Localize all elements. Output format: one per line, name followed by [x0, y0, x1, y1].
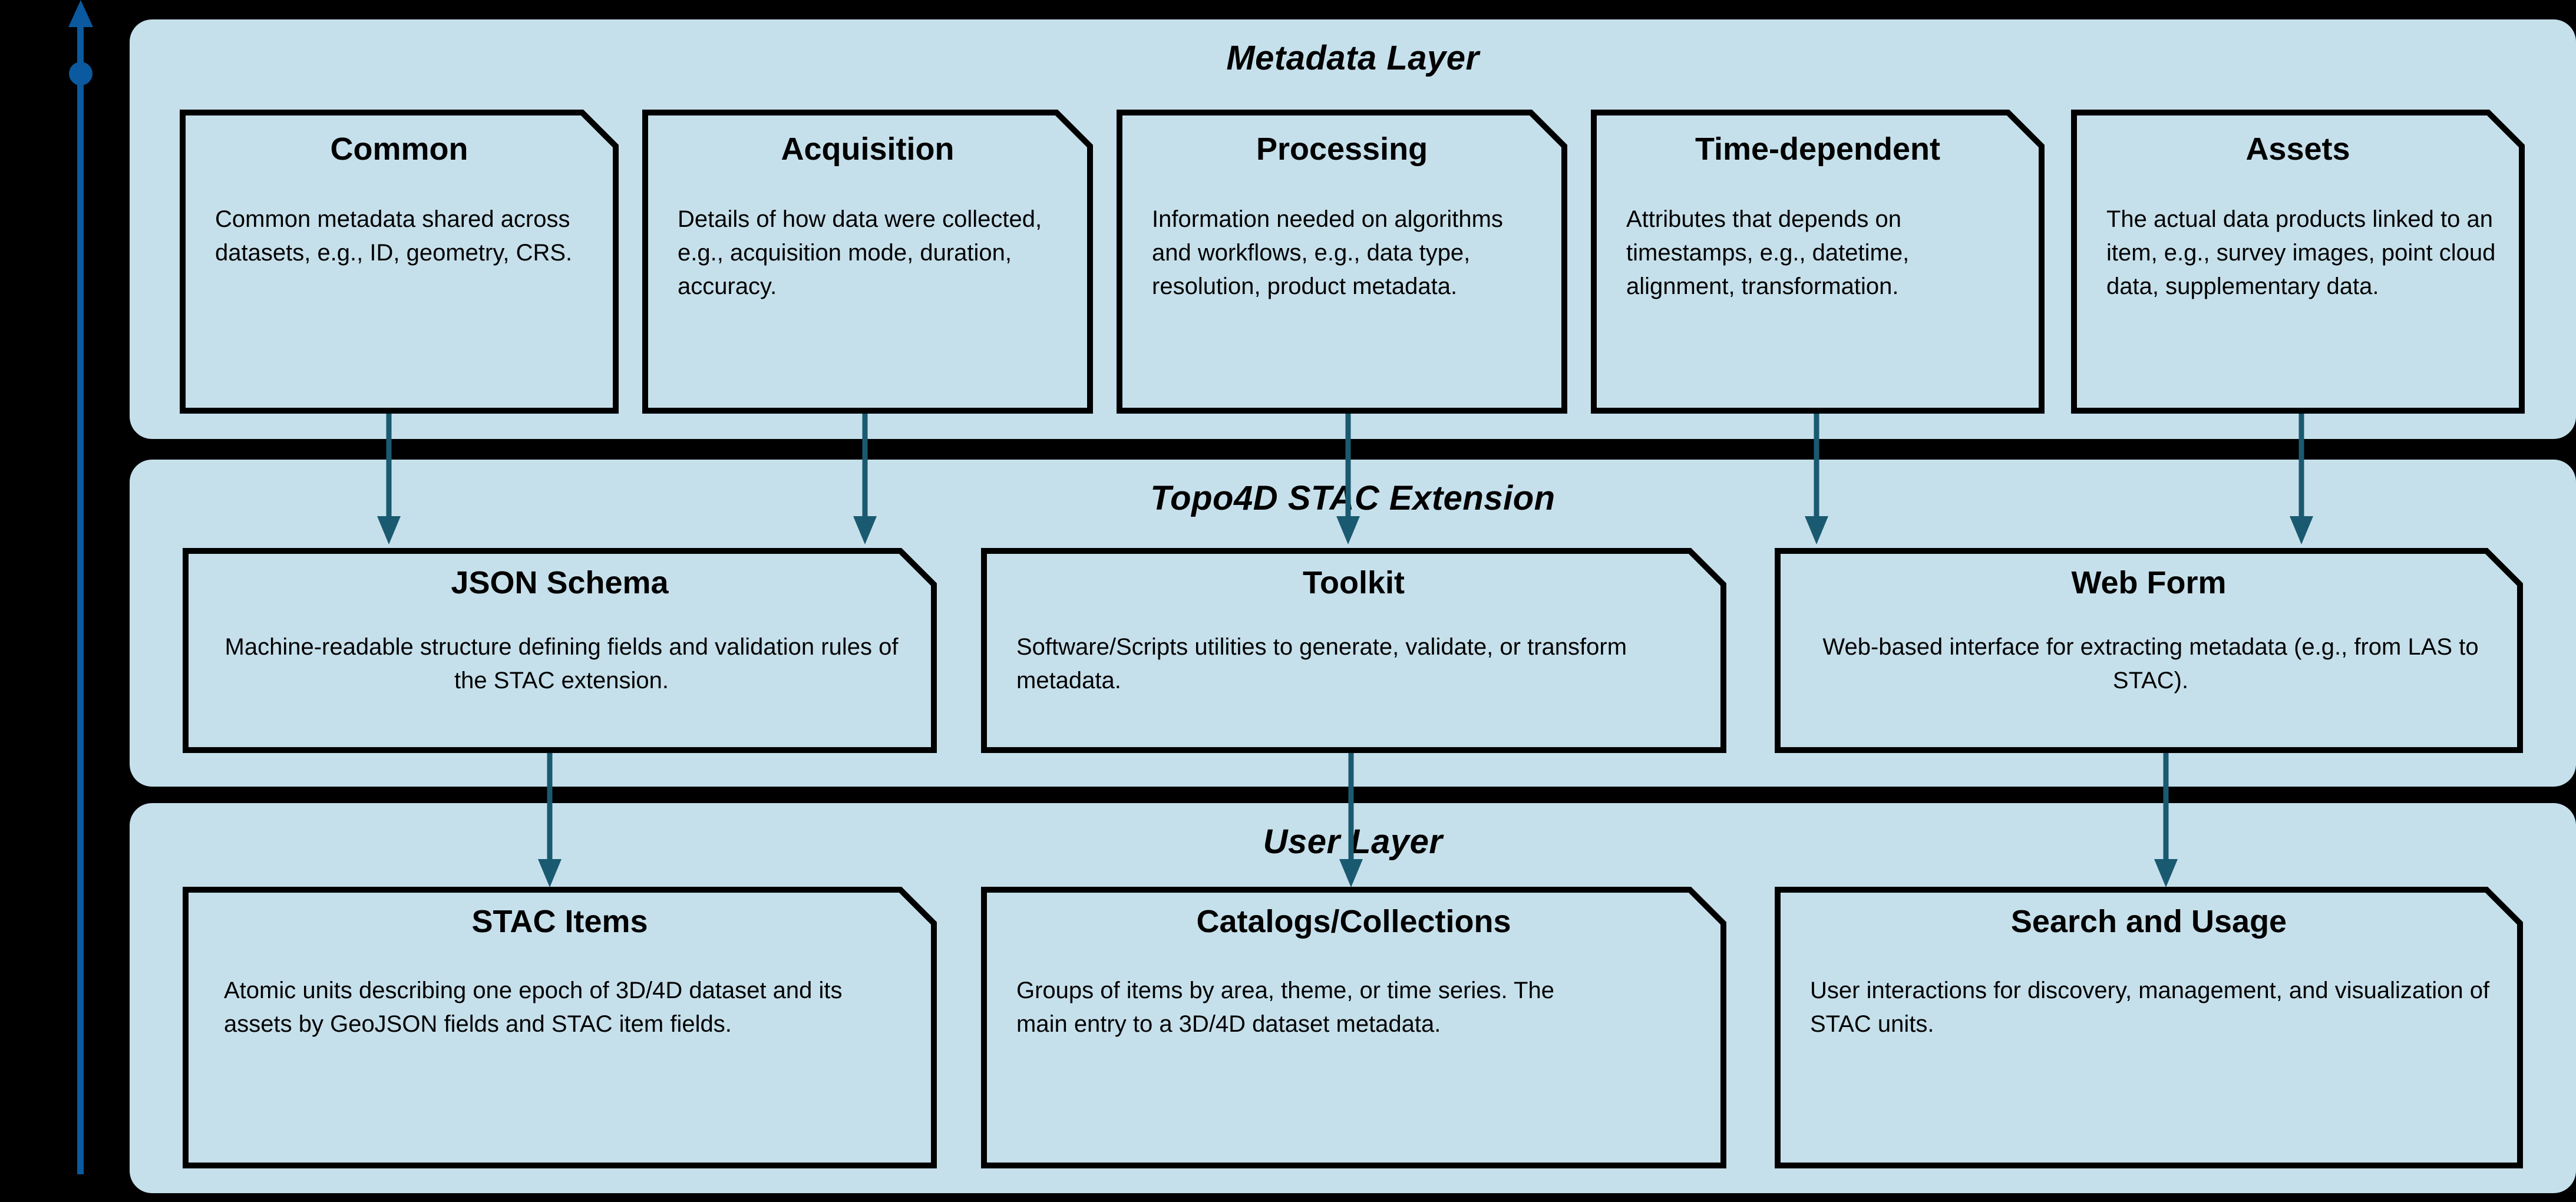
card-title-web-form: Web Form: [2071, 565, 2227, 600]
card-stac-items[interactable]: STAC Items Atomic units describing one e…: [183, 887, 937, 1168]
card-search-and-usage[interactable]: Search and Usage User interactions for d…: [1775, 887, 2523, 1168]
card-frame: [183, 887, 937, 1168]
card-title-toolkit: Toolkit: [1303, 565, 1405, 600]
card-time-dependent[interactable]: Time-dependent Attributes that depends o…: [1591, 110, 2045, 414]
connector-time-dependent-to-web-form: [1800, 414, 1833, 546]
card-title-catalogs-collections: Catalogs/Collections: [1196, 904, 1511, 939]
card-desc-json-schema: Machine-readable structure defining fiel…: [224, 634, 899, 694]
time-axis-dot-icon: [69, 62, 93, 85]
card-frame: [642, 110, 1093, 414]
card-json-schema[interactable]: JSON Schema Machine-readable structure d…: [183, 548, 937, 753]
card-frame: [2071, 110, 2525, 414]
card-title-acquisition: Acquisition: [781, 131, 955, 167]
time-axis-arrow: [56, 0, 103, 1202]
card-title-search-and-usage: Search and Usage: [2010, 904, 2287, 939]
connector-processing-to-toolkit: [1332, 414, 1365, 546]
card-web-form[interactable]: Web Form Web-based interface for extract…: [1775, 548, 2523, 753]
connector-toolkit-to-catalogs-collections: [1335, 753, 1368, 889]
layer-title-metadata: Metadata Layer: [1226, 39, 1479, 77]
card-acquisition[interactable]: Acquisition Details of how data were col…: [642, 110, 1093, 414]
card-title-processing: Processing: [1256, 131, 1428, 167]
card-frame: [180, 110, 619, 414]
card-title-time-dependent: Time-dependent: [1695, 131, 1941, 167]
card-desc-web-form: Web-based interface for extracting metad…: [1822, 634, 2479, 694]
connector-web-form-to-search-and-usage: [2149, 753, 2182, 889]
card-processing[interactable]: Processing Information needed on algorit…: [1117, 110, 1567, 414]
card-common[interactable]: Common Common metadata shared across dat…: [180, 110, 619, 414]
card-desc-search-and-usage: User interactions for discovery, managem…: [1810, 978, 2490, 1037]
card-frame: [981, 887, 1726, 1168]
card-catalogs-collections[interactable]: Catalogs/Collections Groups of items by …: [981, 887, 1726, 1168]
card-frame: [1591, 110, 2045, 414]
card-frame: [183, 548, 937, 753]
layer-title-topo4d-stac-extension: Topo4D STAC Extension: [1150, 479, 1555, 517]
card-toolkit[interactable]: Toolkit Software/Scripts utilities to ge…: [981, 548, 1726, 753]
card-desc-common: Common metadata shared across datasets, …: [215, 206, 573, 266]
connector-common-to-json-schema: [372, 414, 405, 546]
card-desc-catalogs-collections: Groups of items by area, theme, or time …: [1016, 978, 1554, 1037]
card-frame: [1117, 110, 1567, 414]
card-title-json-schema: JSON Schema: [451, 565, 669, 600]
card-title-stac-items: STAC Items: [471, 904, 648, 939]
time-axis-shaft: [77, 16, 84, 1174]
card-desc-time-dependent: Attributes that depends on timestamps, e…: [1626, 206, 1910, 299]
card-frame: [981, 548, 1726, 753]
card-assets[interactable]: Assets The actual data products linked t…: [2071, 110, 2525, 414]
card-desc-toolkit: Software/Scripts utilities to generate, …: [1016, 634, 1627, 694]
card-desc-assets: The actual data products linked to an it…: [2106, 206, 2496, 299]
card-frame: [1775, 887, 2523, 1168]
card-title-assets: Assets: [2245, 131, 2350, 167]
connector-json-schema-to-stac-items: [533, 753, 566, 889]
card-desc-acquisition: Details of how data were collected, e.g.…: [678, 206, 1042, 299]
card-frame: [1775, 548, 2523, 753]
card-desc-stac-items: Atomic units describing one epoch of 3D/…: [224, 978, 843, 1037]
connector-assets-to-web-form: [2285, 414, 2318, 546]
card-title-common: Common: [330, 131, 468, 167]
card-desc-processing: Information needed on algorithms and wor…: [1152, 206, 1503, 299]
connector-acquisition-to-json-schema: [848, 414, 881, 546]
